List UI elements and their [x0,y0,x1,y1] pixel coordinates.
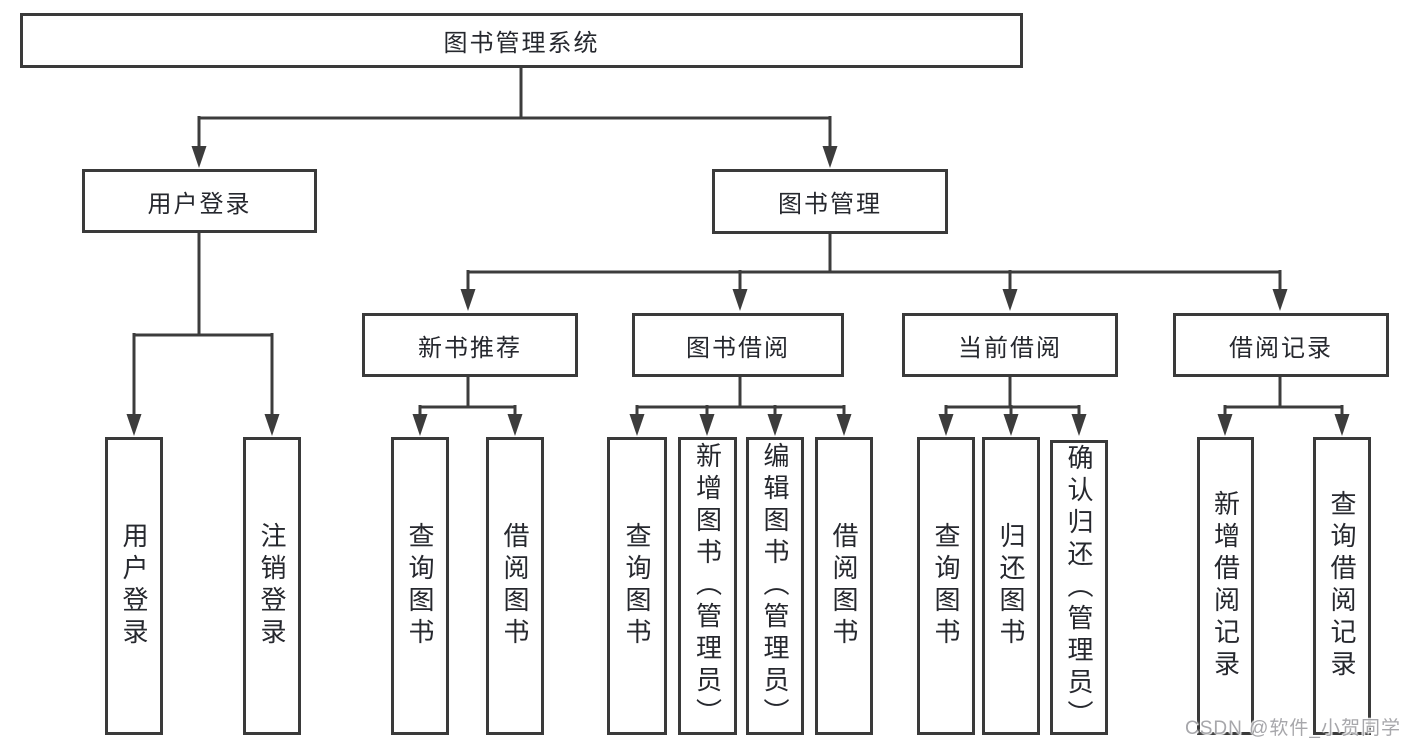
node-borrowing-records: 借阅记录 [1173,313,1389,377]
node-query-books-borrowing: 查询图书 [607,437,667,735]
node-return-books: 归还图书 [982,437,1040,735]
node-new-book-recommend: 新书推荐 [362,313,578,377]
node-add-borrow-record: 新增借阅记录 [1197,437,1254,735]
node-query-books-recommend: 查询图书 [391,437,449,735]
node-logout: 注销登录 [243,437,301,735]
node-query-borrow-record: 查询借阅记录 [1313,437,1371,735]
watermark: CSDN @软件_小贺同学 [1185,718,1401,739]
node-user-login-group: 用户登录 [82,169,317,233]
node-add-books-admin: 新增图书（管理员） [678,437,737,735]
node-query-books-current: 查询图书 [917,437,975,735]
node-borrow-books-recommend: 借阅图书 [486,437,544,735]
node-current-borrowing: 当前借阅 [902,313,1118,377]
node-book-borrowing: 图书借阅 [632,313,844,377]
node-library-system: 图书管理系统 [20,13,1023,68]
node-edit-books-admin: 编辑图书（管理员） [746,437,804,735]
node-user-login: 用户登录 [105,437,163,735]
node-confirm-return-admin: 确认归还（管理员） [1050,440,1108,735]
node-book-management: 图书管理 [712,169,948,234]
node-borrow-books-borrowing: 借阅图书 [815,437,873,735]
